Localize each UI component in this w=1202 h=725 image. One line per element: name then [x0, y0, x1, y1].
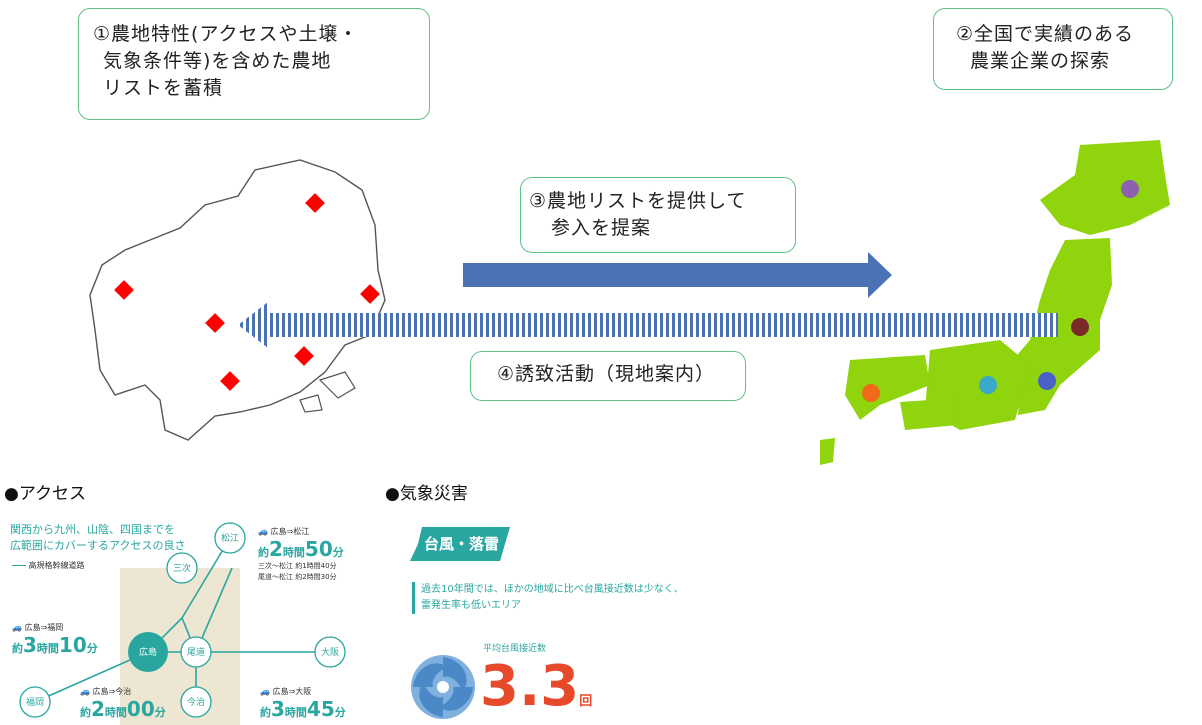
city-node-miyoshi [166, 552, 198, 584]
route-prefix: 約 [80, 706, 91, 719]
access-legend: 高規格幹線道路 [12, 560, 85, 571]
route-label: 広島⇒今治 [92, 687, 132, 696]
route-hours-unit: 時間 [36, 642, 59, 655]
disaster-heading: ●気象災害 [385, 484, 468, 504]
route-minutes: 45 [306, 697, 335, 721]
route-matsue: 🚙 広島⇒松江 約2時間50分 三次～松江 約1時間40分 尾道～松江 約2時間… [258, 526, 344, 583]
city-label-miyoshi: 三次 [173, 562, 191, 574]
access-heading: ●アクセス [4, 484, 86, 504]
route-minutes-unit: 分 [332, 546, 344, 559]
city-node-hiroshima [128, 632, 168, 672]
access-intro-line: 関西から九州、山陰、四国までを [10, 523, 175, 536]
propose-arrow [463, 252, 892, 298]
legend-label: 高規格幹線道路 [28, 561, 85, 570]
route-hours-unit: 時間 [282, 546, 305, 559]
legend-line-icon [12, 565, 26, 566]
route-hours: 3 [23, 633, 37, 657]
stat-label: 平均台風接近数 [483, 644, 547, 654]
step2-line: 農業企業の探索 [970, 50, 1111, 72]
step3-box: ③農地リストを提供して 参入を提案 [520, 177, 796, 253]
step1-line: リストを蓄積 [103, 77, 224, 99]
disaster-desc: 過去10年間では、ほかの地域に比べ台風接近数は少なく、 雷発生率も低いエリア [412, 582, 684, 614]
city-label-matsue: 松江 [221, 532, 239, 544]
invite-arrow [238, 302, 1058, 348]
stat-value: 3.3 [480, 654, 580, 719]
step1-line: ①農地特性(アクセスや土壌・ [93, 23, 359, 45]
farmland-marker [360, 284, 380, 304]
car-icon: 🚙 [80, 687, 90, 696]
disaster-desc-line: 雷発生率も低いエリア [421, 600, 521, 611]
step3-line: 参入を提案 [551, 217, 652, 239]
step1-box: ①農地特性(アクセスや土壌・ 気象条件等)を含めた農地 リストを蓄積 [78, 8, 430, 120]
step2-line: ②全国で実績のある [956, 23, 1135, 45]
disaster-tag: 台風・落雷 [410, 527, 510, 561]
disaster-desc-line: 過去10年間では、ほかの地域に比べ台風接近数は少なく、 [421, 584, 684, 595]
route-minutes: 10 [58, 633, 87, 657]
step4-line: ④誘致活動（現地案内） [497, 363, 716, 385]
city-label-osaka: 大阪 [321, 646, 339, 658]
stat-value-wrap: 3.3回 [480, 652, 592, 722]
company-location-dot [1038, 372, 1056, 390]
route-hours-unit: 時間 [104, 706, 127, 719]
farmland-marker [294, 346, 314, 366]
city-label-hiroshima: 広島 [139, 646, 157, 658]
access-intro: 関西から九州、山陰、四国までを 広範囲にカバーするアクセスの良さ [10, 522, 185, 554]
route-hours-unit: 時間 [284, 706, 307, 719]
city-node-fuk [19, 686, 51, 718]
city-node-imabari [180, 686, 212, 718]
route-label: 広島⇒福岡 [24, 623, 64, 632]
route-minutes-unit: 分 [154, 706, 166, 719]
hiroshima-map-outline [89, 159, 386, 441]
route-prefix: 約 [12, 642, 23, 655]
city-label-fukuoka: 福岡 [26, 696, 44, 708]
city-label-imabari: 今治 [187, 696, 205, 708]
route-hours: 2 [91, 697, 105, 721]
step2-box: ②全国で実績のある 農業企業の探索 [933, 8, 1173, 90]
route-sub: 尾道～松江 約2時間30分 [258, 573, 337, 581]
city-node-matsue [214, 522, 246, 554]
farmland-marker [220, 371, 240, 391]
route-minutes: 00 [126, 697, 155, 721]
typhoon-icon [411, 655, 475, 719]
step4-box: ④誘致活動（現地案内） [470, 351, 746, 401]
company-location-dot [1121, 180, 1139, 198]
city-node-onomichi [180, 636, 212, 668]
route-prefix: 約 [258, 546, 269, 559]
company-location-dot [862, 384, 880, 402]
company-location-dot [979, 376, 997, 394]
farmland-marker [205, 313, 225, 333]
route-label: 広島⇒松江 [270, 527, 310, 536]
route-imabari: 🚙 広島⇒今治 約2時間00分 [80, 686, 166, 721]
company-location-dot [1071, 318, 1089, 336]
route-hours: 3 [271, 697, 285, 721]
route-prefix: 約 [260, 706, 271, 719]
car-icon: 🚙 [260, 687, 270, 696]
car-icon: 🚙 [12, 623, 22, 632]
route-osaka: 🚙 広島⇒大阪 約3時間45分 [260, 686, 346, 721]
route-minutes: 50 [304, 537, 333, 561]
step3-line: ③農地リストを提供して [529, 190, 747, 212]
road-line [34, 651, 149, 703]
japan-map [820, 140, 1170, 465]
access-intro-line: 広範囲にカバーするアクセスの良さ [10, 539, 186, 552]
route-minutes-unit: 分 [86, 642, 98, 655]
island-outline [318, 371, 356, 399]
island-outline [299, 394, 323, 413]
route-sub: 三次～松江 約1時間40分 [258, 562, 337, 570]
city-node-osaka [314, 636, 346, 668]
car-icon: 🚙 [258, 527, 268, 536]
route-minutes-unit: 分 [334, 706, 346, 719]
farmland-marker [305, 193, 325, 213]
city-label-onomichi: 尾道 [187, 646, 205, 658]
step1-line: 気象条件等)を含めた農地 [103, 50, 332, 72]
disaster-tag-label: 台風・落雷 [424, 535, 500, 553]
route-label: 広島⇒大阪 [272, 687, 312, 696]
route-hours: 2 [269, 537, 283, 561]
route-fukuoka: 🚙 広島⇒福岡 約3時間10分 [12, 622, 98, 657]
access-map: 松江 三次 広島 尾道 大阪 福岡 今治 [19, 522, 346, 725]
stat-unit: 回 [579, 694, 593, 709]
farmland-marker [114, 280, 134, 300]
